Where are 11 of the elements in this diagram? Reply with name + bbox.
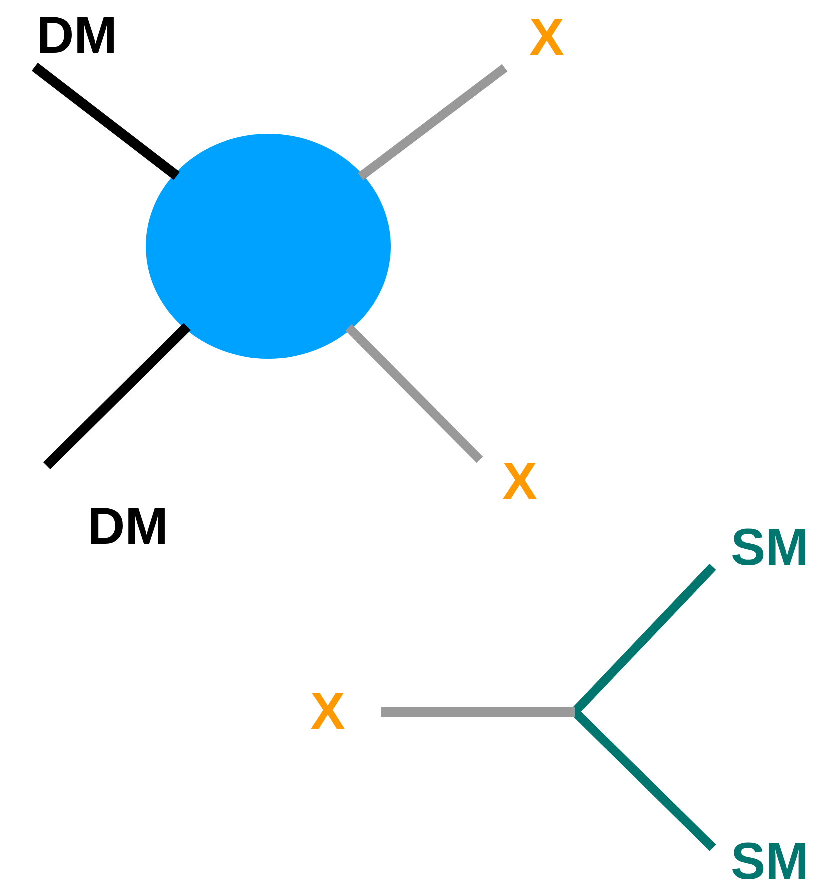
particle-label: DM [36,10,118,62]
particle-label: SM [731,522,809,574]
particle-label: DM [88,501,168,553]
particle-label: X [530,12,564,64]
connector-line [43,323,191,470]
particle-label: X [502,456,538,508]
connector-line [358,64,508,180]
connector-line [346,324,484,464]
connector-line [32,63,180,180]
particle-label: SM [731,836,809,888]
particle-label: X [310,686,346,738]
